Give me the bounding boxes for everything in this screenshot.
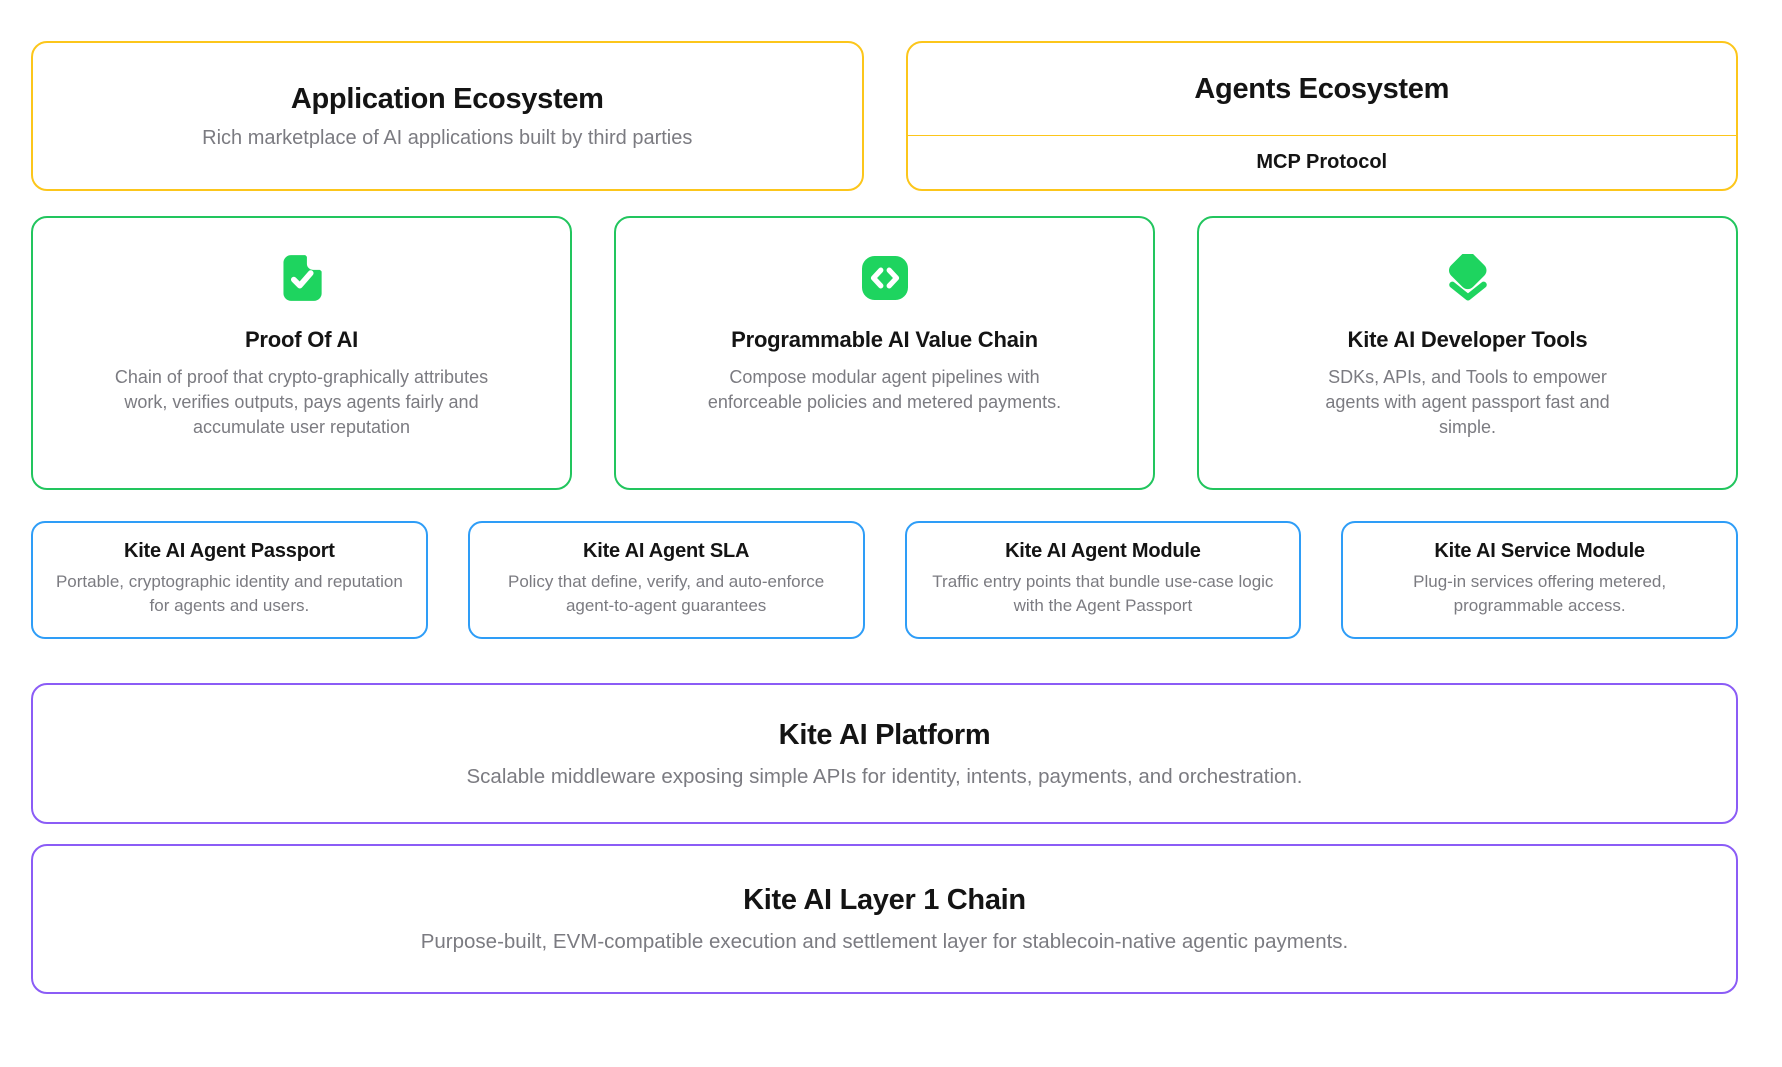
feature-row: Proof Of AI Chain of proof that crypto-g… xyxy=(31,216,1738,490)
agent-passport-description: Portable, cryptographic identity and rep… xyxy=(55,572,403,615)
ecosystem-row: Application Ecosystem Rich marketplace o… xyxy=(31,41,1738,191)
service-module-title: Kite AI Service Module xyxy=(1434,540,1645,562)
application-ecosystem-card: Application Ecosystem Rich marketplace o… xyxy=(31,41,864,191)
proof-of-ai-title: Proof Of AI xyxy=(244,327,359,352)
agent-passport-title: Kite AI Agent Passport xyxy=(123,540,335,562)
kite-layer1-chain-subtitle: Purpose-built, EVM-compatible execution … xyxy=(420,930,1349,953)
service-module-card: Kite AI Service Module Plug-in services … xyxy=(1341,521,1738,639)
kite-layer1-chain-band: Kite AI Layer 1 Chain Purpose-built, EVM… xyxy=(31,844,1738,994)
developer-tools-card: Kite AI Developer Tools SDKs, APIs, and … xyxy=(1197,216,1738,490)
agent-sla-title: Kite AI Agent SLA xyxy=(583,540,750,562)
layers-icon xyxy=(1448,254,1487,301)
agent-passport-card: Kite AI Agent Passport Portable, cryptog… xyxy=(31,521,428,639)
agent-sla-description: Policy that define, verify, and auto-enf… xyxy=(507,572,825,615)
mcp-protocol-section: MCP Protocol xyxy=(908,136,1737,189)
module-row: Kite AI Agent Passport Portable, cryptog… xyxy=(31,521,1738,639)
developer-tools-title: Kite AI Developer Tools xyxy=(1347,327,1588,352)
kite-platform-subtitle: Scalable middleware exposing simple APIs… xyxy=(466,764,1303,788)
kite-platform-band: Kite AI Platform Scalable middleware exp… xyxy=(31,683,1738,824)
proof-of-ai-card: Proof Of AI Chain of proof that crypto-g… xyxy=(31,216,572,490)
code-brackets-icon xyxy=(861,256,908,300)
agent-module-description: Traffic entry points that bundle use-cas… xyxy=(932,572,1274,615)
mcp-protocol-label: MCP Protocol xyxy=(1256,151,1388,173)
developer-tools-description: SDKs, APIs, and Tools to empower agents … xyxy=(1325,367,1610,437)
kite-layer1-chain-title: Kite AI Layer 1 Chain xyxy=(743,884,1026,916)
programmable-value-chain-card: Programmable AI Value Chain Compose modu… xyxy=(614,216,1155,490)
programmable-value-chain-description: Compose modular agent pipelines with enf… xyxy=(707,367,1062,412)
kite-platform-title: Kite AI Platform xyxy=(778,718,991,751)
agent-sla-card: Kite AI Agent SLA Policy that define, ve… xyxy=(467,521,865,639)
agents-ecosystem-header: Agents Ecosystem xyxy=(907,43,1736,136)
application-ecosystem-subtitle: Rich marketplace of AI applications buil… xyxy=(202,126,693,149)
application-ecosystem-title: Application Ecosystem xyxy=(290,82,604,115)
agents-ecosystem-card: Agents Ecosystem MCP Protocol xyxy=(905,41,1738,191)
programmable-value-chain-title: Programmable AI Value Chain xyxy=(731,327,1038,352)
document-check-icon xyxy=(282,255,322,301)
agents-ecosystem-title: Agents Ecosystem xyxy=(1194,72,1450,105)
service-module-description: Plug-in services offering metered, progr… xyxy=(1413,572,1667,615)
agent-module-card: Kite AI Agent Module Traffic entry point… xyxy=(904,521,1302,639)
proof-of-ai-description: Chain of proof that crypto-graphically a… xyxy=(114,367,489,437)
agent-module-title: Kite AI Agent Module xyxy=(1005,540,1201,562)
